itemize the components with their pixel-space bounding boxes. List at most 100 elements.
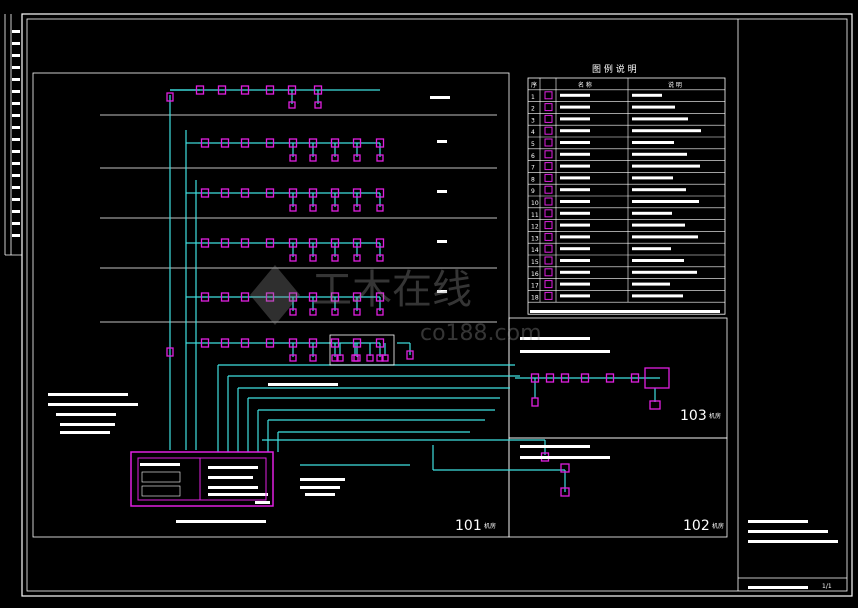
annotation-text-block — [430, 96, 450, 99]
device-symbol — [200, 238, 210, 248]
device-symbol — [289, 254, 297, 262]
device-symbol — [649, 400, 661, 410]
binding-text-block — [12, 222, 20, 225]
room-103-suffix: 机房 — [709, 412, 721, 420]
device-symbol — [331, 354, 339, 362]
device-symbol — [240, 138, 250, 148]
device-symbol — [605, 373, 615, 383]
legend-device-icon — [544, 232, 553, 241]
legend-desc-text-block — [632, 105, 675, 109]
device-symbol — [309, 354, 317, 362]
device-symbol — [314, 101, 322, 109]
annotation-text-block — [300, 478, 345, 481]
annotation-text-block — [208, 466, 258, 469]
legend-desc-text-block — [632, 152, 687, 156]
device-symbol — [375, 238, 385, 248]
annotation-text-block — [437, 190, 447, 193]
annotation-text-block — [56, 413, 116, 416]
device-symbol — [309, 154, 317, 162]
room-102-box — [508, 437, 728, 538]
legend-desc-text-block — [632, 211, 672, 215]
legend-device-icon — [544, 256, 553, 265]
binding-text-block — [12, 150, 20, 153]
device-symbol — [376, 254, 384, 262]
legend-desc-text-block — [632, 164, 700, 168]
device-symbol — [376, 154, 384, 162]
room-101-number: 101 — [455, 518, 482, 534]
legend-row-number: 11 — [531, 212, 539, 219]
binding-text-block — [12, 126, 20, 129]
device-symbol — [200, 338, 210, 348]
device-symbol — [289, 204, 297, 212]
device-group-box — [644, 367, 670, 389]
device-symbol — [353, 308, 361, 316]
binding-text-block — [12, 114, 20, 117]
legend-title: 图 例 说 明 — [592, 63, 637, 75]
device-symbol — [530, 373, 540, 383]
room-102-number: 102 — [683, 518, 710, 534]
binding-text-block — [12, 210, 20, 213]
device-symbol — [200, 188, 210, 198]
device-symbol — [531, 397, 539, 407]
device-symbol — [560, 463, 570, 473]
binding-text-block — [12, 138, 20, 141]
device-symbol — [313, 85, 323, 95]
binding-text-block — [12, 30, 20, 33]
legend-row-number: 12 — [531, 224, 539, 231]
device-symbol — [308, 188, 318, 198]
device-symbol — [265, 292, 275, 302]
legend-desc-text-block — [632, 270, 697, 274]
legend-device-icon — [544, 126, 553, 135]
device-symbol — [220, 138, 230, 148]
device-symbol — [353, 204, 361, 212]
room-101-suffix: 机房 — [484, 522, 496, 530]
annotation-text-block — [176, 520, 266, 523]
device-symbol — [308, 292, 318, 302]
legend-desc-text-block — [632, 129, 701, 133]
device-symbol — [308, 338, 318, 348]
legend-name-text-block — [560, 105, 590, 109]
watermark-logo-icon — [250, 265, 300, 325]
annotation-text-block — [530, 310, 720, 313]
device-symbol — [217, 85, 227, 95]
device-symbol — [289, 154, 297, 162]
legend-row-number: 8 — [531, 176, 535, 183]
device-symbol — [376, 204, 384, 212]
device-symbol — [309, 204, 317, 212]
device-symbol — [220, 188, 230, 198]
device-symbol — [331, 204, 339, 212]
main-area-box — [32, 72, 510, 538]
device-group-frame — [329, 334, 395, 366]
annotation-text-block — [268, 383, 338, 386]
device-symbol — [560, 487, 570, 497]
legend-desc-text-block — [632, 117, 688, 121]
legend-device-icon — [544, 114, 553, 123]
legend-row-number: 5 — [531, 141, 535, 148]
legend-header-desc: 说 明 — [668, 81, 682, 89]
cabinet-label-box — [141, 485, 181, 497]
floor-lines — [100, 114, 497, 323]
legend-row-number: 17 — [531, 283, 539, 290]
device-symbol — [288, 338, 298, 348]
legend-header-no: 序 — [531, 81, 537, 89]
annotation-text-block — [520, 445, 590, 448]
legend-name-text-block — [560, 176, 590, 180]
legend-device-icon — [544, 91, 553, 100]
legend-table: 序名 称说 明123456789101112131415161718 — [527, 77, 726, 315]
legend-row-number: 10 — [531, 200, 539, 207]
device-symbol — [166, 347, 174, 357]
legend-row-number: 13 — [531, 235, 539, 242]
annotation-text-block — [208, 486, 258, 489]
legend-device-icon — [544, 244, 553, 253]
legend-name-text-block — [560, 259, 590, 262]
legend-header-name: 名 称 — [578, 81, 592, 89]
device-symbol — [331, 154, 339, 162]
device-symbol — [288, 292, 298, 302]
device-symbol — [406, 350, 414, 360]
annotation-text-block — [437, 240, 447, 243]
device-symbol — [375, 138, 385, 148]
legend-device-icon — [544, 150, 553, 159]
legend-device-icon — [544, 268, 553, 277]
binding-text-block — [12, 42, 20, 45]
